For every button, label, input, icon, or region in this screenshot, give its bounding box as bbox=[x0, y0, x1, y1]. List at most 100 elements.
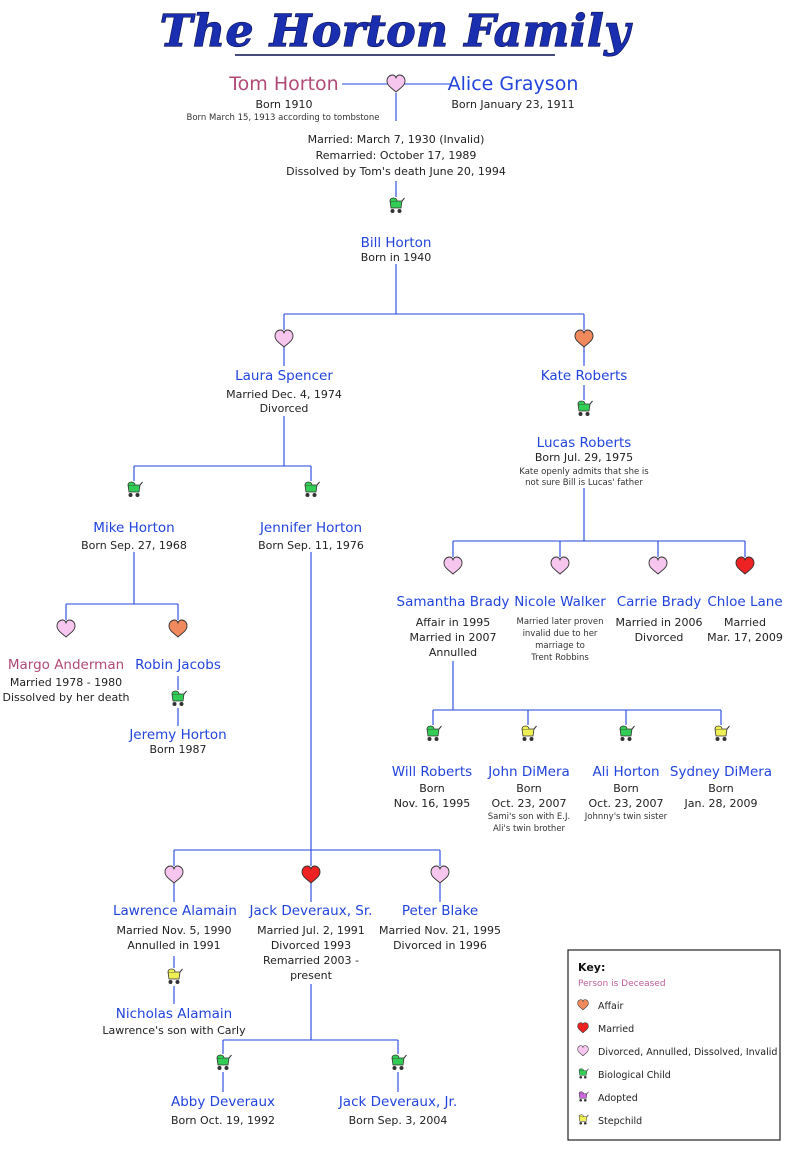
person-will-roberts: Will Roberts Born Nov. 16, 1995 bbox=[392, 764, 472, 810]
person-detail: Born bbox=[419, 782, 445, 795]
person-lucas-roberts: Lucas Roberts Born Jul. 29, 1975 Kate op… bbox=[519, 435, 649, 488]
person-detail: Oct. 23, 2007 bbox=[589, 797, 664, 810]
tree-lines bbox=[65, 83, 746, 1092]
person-detail: Married in 2006 bbox=[616, 616, 703, 629]
person-detail: present bbox=[290, 969, 333, 982]
person-detail: Born bbox=[516, 782, 542, 795]
person-detail: Married Jul. 2, 1991 bbox=[257, 924, 365, 937]
person-name: Lucas Roberts bbox=[537, 435, 632, 451]
person-detail: Born Sep. 11, 1976 bbox=[258, 539, 364, 552]
person-detail: Married Nov. 5, 1990 bbox=[117, 924, 232, 937]
legend-label: Adopted bbox=[598, 1093, 638, 1104]
person-name: Bill Horton bbox=[361, 235, 432, 251]
person-bill-horton: Bill Horton Born in 1940 bbox=[361, 235, 432, 264]
person-jeremy-horton: Jeremy Horton Born 1987 bbox=[128, 727, 226, 756]
person-detail: Born bbox=[613, 782, 639, 795]
legend-label: Biological Child bbox=[598, 1070, 671, 1081]
marriage-detail: Dissolved by Tom's death June 20, 1994 bbox=[286, 165, 506, 178]
person-detail: Divorced bbox=[635, 631, 684, 644]
legend-box: Key: Person is Deceased Affair Married D… bbox=[567, 949, 781, 1141]
person-detail: Divorced 1993 bbox=[271, 939, 351, 952]
person-laura-spencer: Laura Spencer Married Dec. 4, 1974 Divor… bbox=[226, 368, 342, 415]
person-detail: Affair in 1995 bbox=[416, 616, 490, 629]
person-detail: Remarried 2003 - bbox=[263, 954, 359, 967]
person-robin-jacobs: Robin Jacobs bbox=[135, 657, 221, 673]
person-alice-grayson: Alice Grayson Born January 23, 1911 bbox=[448, 73, 579, 111]
person-mike-horton: Mike Horton Born Sep. 27, 1968 bbox=[81, 520, 187, 552]
person-lawrence-alamain: Lawrence Alamain Married Nov. 5, 1990 An… bbox=[113, 903, 237, 952]
person-detail: Born Jul. 29, 1975 bbox=[535, 451, 633, 464]
person-jennifer-horton: Jennifer Horton Born Sep. 11, 1976 bbox=[258, 520, 364, 552]
person-name: Alice Grayson bbox=[448, 73, 579, 95]
person-samantha-brady: Samantha Brady Affair in 1995 Married in… bbox=[397, 594, 510, 659]
person-detail: Born Sep. 27, 1968 bbox=[81, 539, 187, 552]
person-note: Married later proven bbox=[517, 617, 604, 627]
person-name: Chloe Lane bbox=[707, 594, 782, 610]
person-detail: Born in 1940 bbox=[361, 251, 432, 264]
person-detail: Born bbox=[708, 782, 734, 795]
stroller-icon-will bbox=[426, 725, 442, 742]
person-note: Kate openly admits that she is bbox=[519, 467, 649, 477]
person-name: Kate Roberts bbox=[541, 368, 628, 384]
person-name: Laura Spencer bbox=[235, 368, 333, 384]
stroller-icon-abby bbox=[216, 1054, 232, 1071]
person-name: Lawrence Alamain bbox=[113, 903, 237, 919]
person-chloe-lane: Chloe Lane Married Mar. 17, 2009 bbox=[707, 594, 783, 644]
stroller-icon-nicholas bbox=[167, 968, 183, 985]
stroller-icon-bill bbox=[389, 197, 405, 214]
person-name: Carrie Brady bbox=[617, 594, 702, 610]
person-name: Abby Deveraux bbox=[171, 1094, 275, 1110]
person-detail: Married Dec. 4, 1974 bbox=[226, 388, 342, 401]
stroller-icon-mike bbox=[127, 481, 143, 498]
person-detail: Oct. 23, 2007 bbox=[492, 797, 567, 810]
person-note: not sure Bill is Lucas' father bbox=[525, 478, 643, 488]
person-name: Robin Jacobs bbox=[135, 657, 221, 673]
heart-icon-carrie bbox=[648, 556, 668, 575]
person-john-dimera: John DiMera Born Oct. 23, 2007 Sami's so… bbox=[487, 764, 570, 834]
person-detail: Born 1987 bbox=[149, 743, 206, 756]
stroller-icon-ali bbox=[619, 725, 635, 742]
heart-icon-margo bbox=[56, 619, 76, 638]
page-title: The Horton Family bbox=[160, 6, 633, 57]
person-kate-roberts: Kate Roberts bbox=[541, 368, 628, 384]
person-detail: Annulled in 1991 bbox=[127, 939, 220, 952]
person-margo-anderman: Margo Anderman Married 1978 - 1980 Disso… bbox=[2, 657, 129, 704]
legend-deceased: Person is Deceased bbox=[578, 979, 666, 989]
heart-icon-laura bbox=[274, 329, 294, 348]
stroller-icon-lucas bbox=[577, 400, 593, 417]
stroller-icon-jackjr bbox=[391, 1054, 407, 1071]
person-detail: Mar. 17, 2009 bbox=[707, 631, 783, 644]
person-detail: Married in 2007 bbox=[410, 631, 497, 644]
person-name: Will Roberts bbox=[392, 764, 472, 780]
legend-label: Affair bbox=[598, 1001, 624, 1012]
legend-item-married: Married bbox=[577, 1022, 634, 1035]
heart-icon-robin bbox=[168, 619, 188, 638]
person-peter-blake: Peter Blake Married Nov. 21, 1995 Divorc… bbox=[379, 903, 501, 952]
stroller-icon-sydney bbox=[714, 725, 730, 742]
person-nicholas-alamain: Nicholas Alamain Lawrence's son with Car… bbox=[102, 1006, 246, 1037]
person-name: Jennifer Horton bbox=[259, 520, 362, 536]
legend-label: Married bbox=[598, 1024, 634, 1035]
person-jack-deveraux-sr: Jack Deveraux, Sr. Married Jul. 2, 1991 … bbox=[249, 903, 373, 982]
heart-icon-chloe bbox=[735, 556, 755, 575]
person-note: Johnny's twin sister bbox=[584, 812, 668, 822]
person-note: Ali's twin brother bbox=[493, 824, 566, 834]
legend-label: Divorced, Annulled, Dissolved, Invalid bbox=[598, 1047, 777, 1058]
person-detail: Born Sep. 3, 2004 bbox=[349, 1114, 448, 1127]
stroller-icon-john bbox=[521, 725, 537, 742]
person-detail: Born Oct. 19, 1992 bbox=[171, 1114, 275, 1127]
person-name: Samantha Brady bbox=[397, 594, 510, 610]
person-name: Jeremy Horton bbox=[128, 727, 226, 743]
person-detail: Jan. 28, 2009 bbox=[684, 797, 758, 810]
person-abby-deveraux: Abby Deveraux Born Oct. 19, 1992 bbox=[171, 1094, 275, 1127]
legend-item-affair: Affair bbox=[577, 999, 624, 1012]
heart-icon-samantha bbox=[443, 556, 463, 575]
person-tom-horton: Tom Horton Born 1910 Born March 15, 1913… bbox=[187, 73, 380, 123]
legend-label: Stepchild bbox=[598, 1116, 642, 1127]
person-name: Jack Deveraux, Sr. bbox=[249, 903, 373, 919]
person-name: Nicole Walker bbox=[514, 594, 606, 610]
person-name: Nicholas Alamain bbox=[116, 1006, 232, 1022]
person-name: Sydney DiMera bbox=[670, 764, 772, 780]
legend-item-adopted: Adopted bbox=[578, 1091, 638, 1104]
person-carrie-brady: Carrie Brady Married in 2006 Divorced bbox=[616, 594, 703, 644]
